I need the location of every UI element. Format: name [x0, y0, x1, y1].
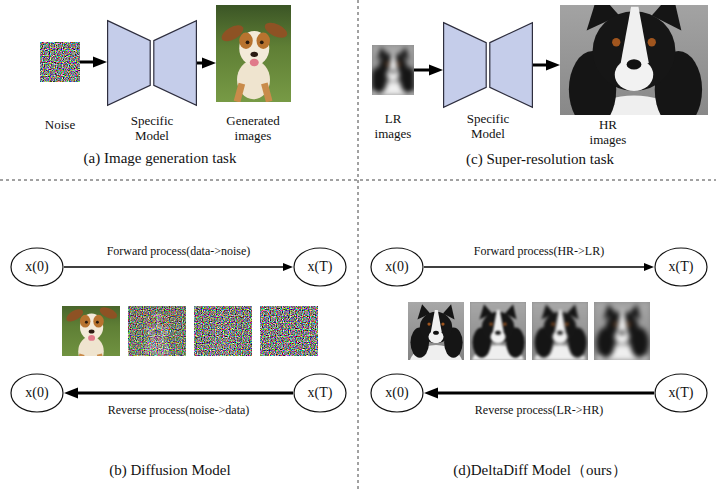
process-arrow	[438, 392, 654, 395]
node-label: x(0)	[25, 259, 48, 275]
edge-label: Forward process(HR->LR)	[472, 244, 606, 258]
edge-label: Forward process(data->noise)	[105, 244, 253, 258]
state-outline	[11, 248, 63, 286]
panel-caption: (a) Image generation task	[84, 149, 237, 167]
noise-image	[260, 306, 318, 356]
state-node: x(0)	[370, 373, 424, 413]
process-arrow	[424, 266, 644, 268]
panel-divider	[0, 180, 716, 181]
noise-overlay	[194, 306, 252, 356]
panel-caption: (b) Diffusion Model	[109, 461, 230, 479]
node-label: x(T)	[308, 385, 333, 401]
lr-image	[594, 302, 650, 360]
node-label: Generated images	[216, 113, 290, 143]
state-outline	[655, 248, 707, 286]
state-node: x(0)	[10, 373, 64, 413]
panel-divider	[358, 0, 359, 491]
degraded-image	[532, 302, 588, 360]
model-shape	[443, 22, 533, 108]
network-block	[108, 21, 151, 106]
process-arrow	[197, 62, 202, 65]
state-outline	[294, 374, 346, 412]
blurred-collie	[470, 302, 526, 360]
process-arrow	[414, 69, 429, 72]
node-label: Specific Model	[458, 111, 518, 141]
connector-group	[64, 62, 654, 393]
state-node: x(T)	[293, 247, 347, 287]
network-block	[154, 21, 197, 106]
state-node: x(T)	[654, 373, 708, 413]
noise-overlay	[128, 306, 186, 356]
node-label: x(0)	[25, 385, 48, 401]
panel-caption: (d)DeltaDiff Model（ours）	[453, 461, 626, 479]
node-label: x(0)	[385, 259, 408, 275]
node-label: Noise	[30, 117, 90, 132]
image-node: HR images	[560, 5, 708, 115]
process-arrow	[80, 61, 93, 64]
state-outline	[371, 374, 423, 412]
state-node: x(0)	[370, 247, 424, 287]
blurred-collie	[594, 302, 650, 360]
node-label: x(T)	[308, 259, 333, 275]
lr-collie	[372, 45, 414, 95]
process-arrow	[78, 392, 293, 395]
node-label: x(T)	[669, 385, 694, 401]
degraded-image	[470, 302, 526, 360]
lr-image	[372, 45, 414, 95]
state-outline	[371, 248, 423, 286]
panel-caption: (c) Super-resolution task	[466, 150, 614, 168]
model-node: Specific Model	[443, 22, 533, 108]
node-label: x(0)	[385, 385, 408, 401]
node-label: LR images	[366, 111, 420, 141]
process-arrow	[533, 64, 546, 67]
network-block	[444, 23, 487, 108]
state-node: x(T)	[293, 373, 347, 413]
node-label: HR images	[581, 117, 635, 147]
state-outline	[11, 374, 63, 412]
state-outline	[655, 374, 707, 412]
image-node: Generated images	[216, 5, 291, 102]
image-node: LR images	[372, 45, 414, 95]
process-arrow	[64, 266, 283, 268]
edge-label: Reverse process(LR->HR)	[473, 403, 605, 417]
blurred-collie	[532, 302, 588, 360]
node-label: Specific Model	[122, 113, 182, 143]
node-label: x(T)	[669, 259, 694, 275]
noise-image	[40, 42, 80, 82]
network-block	[490, 23, 533, 108]
model-node: Specific Model	[107, 20, 197, 106]
model-shape	[107, 20, 197, 106]
state-outline	[294, 248, 346, 286]
state-node: x(T)	[654, 247, 708, 287]
edge-label: Reverse process(noise->data)	[106, 403, 252, 417]
image-node: Noise	[40, 42, 80, 82]
state-node: x(0)	[10, 247, 64, 287]
